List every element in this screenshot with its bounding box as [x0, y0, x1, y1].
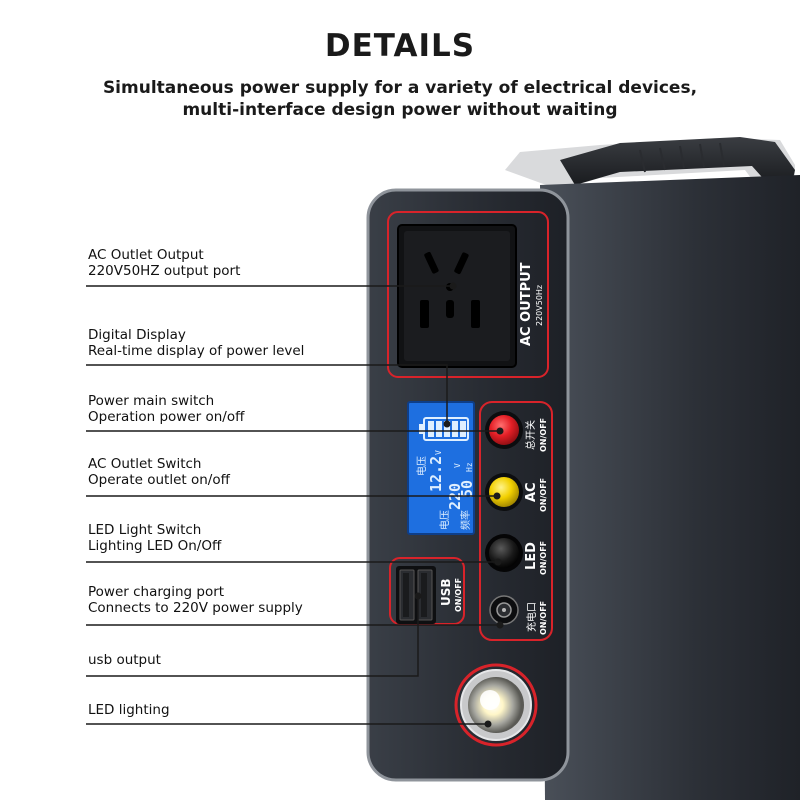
callout-led-light-switch: LED Light Switch Lighting LED On/Off — [88, 522, 221, 554]
callout-title: usb output — [88, 652, 161, 668]
display-row3-label: 频率 — [459, 510, 472, 530]
subtitle-line-2: multi-interface design power without wai… — [182, 100, 618, 120]
callout-desc: Operation power on/off — [88, 409, 245, 425]
ac-switch-label: AC — [524, 482, 539, 502]
power-main-switch[interactable] — [485, 411, 523, 449]
usb-on-off: ON/OFF — [454, 578, 463, 612]
charge-port-on-off: ON/OFF — [539, 601, 548, 635]
digital-display: 电压 12.2 V 电压 220 V 频率 50 — [407, 401, 476, 535]
callout-digital-display: Digital Display Real-time display of pow… — [88, 327, 304, 359]
callout-led-lighting: LED lighting — [88, 702, 170, 718]
callout-title: AC Outlet Output — [88, 247, 204, 263]
led-light — [454, 663, 538, 747]
battery-level-icon — [419, 417, 469, 441]
led-switch-label: LED — [524, 542, 539, 570]
ac-outlet-switch[interactable] — [485, 473, 523, 511]
callout-power-charging-port: Power charging port Connects to 220V pow… — [88, 584, 303, 616]
page-title: DETAILS — [324, 28, 476, 64]
ac-outlet-panel: AC OUTPUT 220V50Hz — [387, 211, 549, 378]
led-light-switch[interactable] — [485, 534, 523, 572]
callout-ac-outlet-switch: AC Outlet Switch Operate outlet on/off — [88, 456, 230, 488]
callout-desc: 220V50HZ output port — [88, 263, 241, 279]
callout-leader-lines — [86, 285, 500, 725]
display-row2-unit: V — [453, 463, 462, 468]
callout-title: Power charging port — [88, 584, 225, 600]
main-switch-label: 总开关 — [524, 420, 537, 450]
charging-port[interactable] — [489, 595, 519, 625]
callout-title: LED lighting — [88, 702, 170, 718]
display-row1-label: 电压 — [415, 456, 428, 476]
callout-ac-outlet-output: AC Outlet Output 220V50HZ output port — [88, 247, 240, 279]
switch-panel-outline — [479, 401, 553, 641]
ac-output-spec: 220V50Hz — [535, 285, 544, 326]
display-row3-unit: Hz — [465, 462, 474, 472]
ac-switch-on-off: ON/OFF — [539, 478, 548, 512]
callout-title: LED Light Switch — [88, 522, 202, 538]
callout-usb-output: usb output — [88, 652, 161, 668]
led-switch-on-off: ON/OFF — [539, 541, 548, 575]
device-side — [540, 175, 800, 800]
callout-desc: Real-time display of power level — [88, 343, 305, 359]
charge-port-label: 充电口 — [525, 602, 538, 632]
subtitle-line-1: Simultaneous power supply for a variety … — [102, 78, 698, 98]
callout-desc: Operate outlet on/off — [88, 472, 230, 488]
usb-label: USB — [439, 578, 453, 606]
display-row3-value: 50 — [458, 480, 476, 498]
callout-leader-dots — [414, 282, 504, 728]
callout-title: AC Outlet Switch — [88, 456, 202, 472]
callout-power-main-switch: Power main switch Operation power on/off — [88, 393, 244, 425]
callout-title: Digital Display — [88, 327, 186, 343]
callout-desc: Connects to 220V power supply — [88, 600, 303, 616]
main-switch-on-off: ON/OFF — [539, 418, 548, 452]
display-row1-value: 12.2 — [427, 456, 445, 492]
ac-output-label: AC OUTPUT — [519, 262, 534, 346]
display-row1-unit: V — [434, 450, 443, 455]
callout-desc: Lighting LED On/Off — [88, 538, 222, 554]
callout-title: Power main switch — [88, 393, 215, 409]
display-row2-label: 电压 — [438, 510, 451, 530]
ac-socket-icon — [420, 251, 480, 328]
